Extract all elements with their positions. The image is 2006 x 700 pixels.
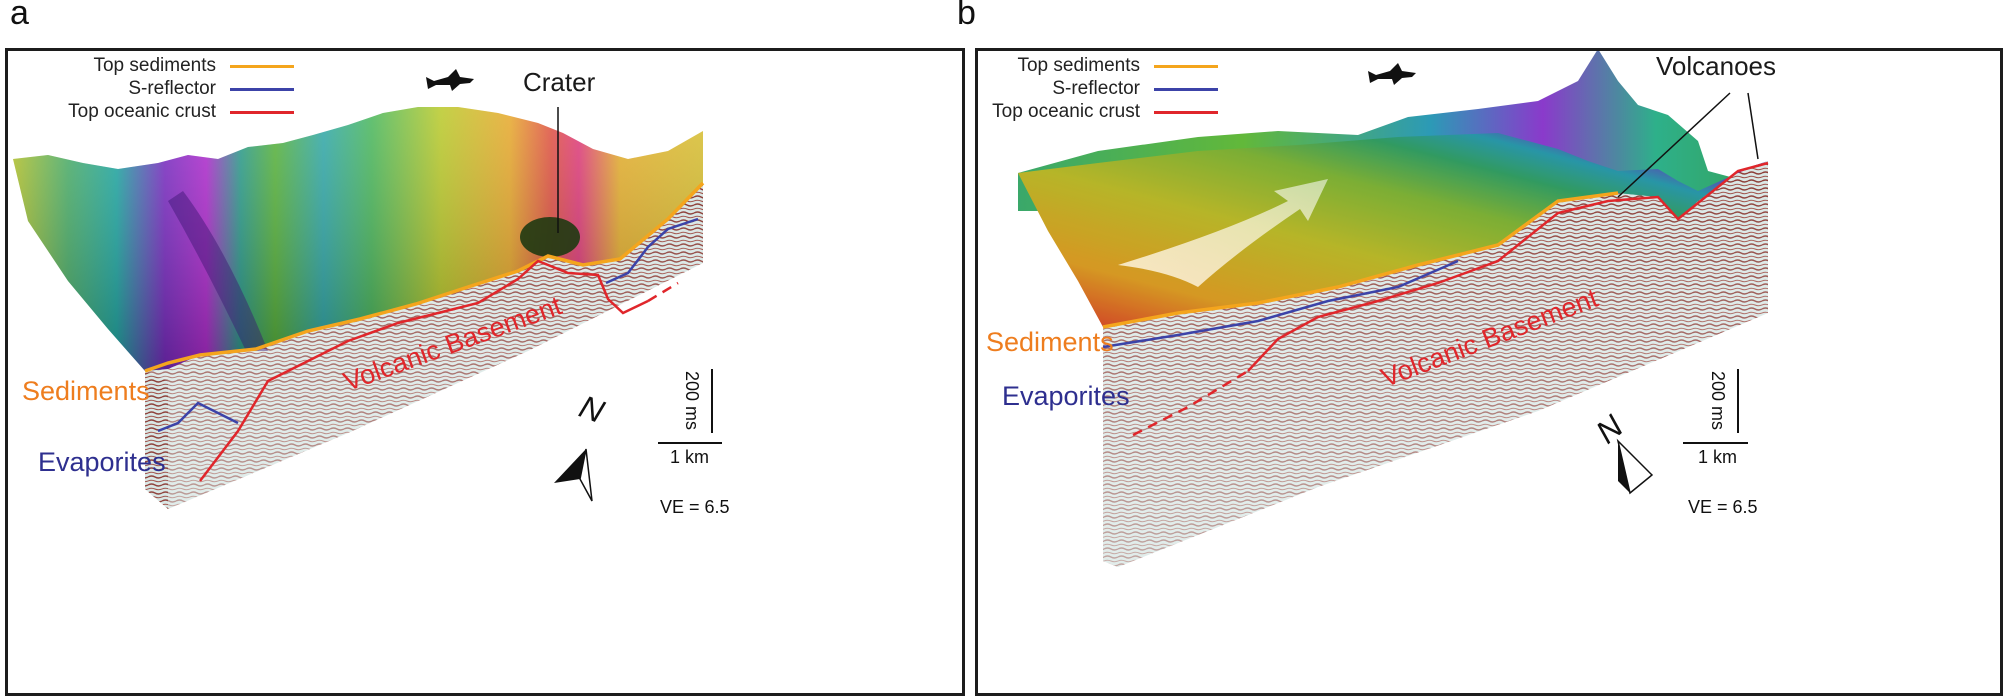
legend-swatch — [230, 64, 294, 68]
crater-shape — [520, 217, 580, 257]
scale-horizontal-label-b: 1 km — [1698, 447, 1738, 467]
volcano-pointer-1 — [1617, 92, 1731, 198]
legend-label: Top sediments — [93, 55, 216, 76]
legend-swatch — [1154, 64, 1218, 68]
legend-row-s-reflector-b: S-reflector — [1010, 78, 1218, 100]
s-reflector-line-a-right — [605, 217, 699, 285]
seismic-side-a — [145, 371, 168, 509]
legend-row-oceanic-crust-b: Top oceanic crust — [978, 101, 1218, 123]
crater-label: Crater — [523, 67, 596, 97]
block-diagram-a — [13, 69, 722, 509]
ve-label-b: VE = 6.5 — [1688, 497, 1758, 517]
legend-label: Top oceanic crust — [68, 101, 216, 122]
top-oceanic-crust-line-a — [199, 259, 649, 482]
scale-horizontal-label-a: 1 km — [670, 447, 710, 467]
panel-b: Top sediments S-reflector Top oceanic cr… — [975, 48, 2003, 696]
north-arrow-icon — [1616, 438, 1654, 495]
evaporites-label-a: Evaporites — [38, 447, 166, 477]
flow-arrow-icon — [1118, 179, 1328, 287]
legend-row-s-reflector-a: S-reflector — [86, 78, 294, 100]
legend-swatch — [230, 110, 294, 114]
legend-row-top-sediments-a: Top sediments — [86, 55, 294, 77]
north-arrow-icon — [554, 448, 593, 502]
panel-a: Top sediments S-reflector Top oceanic cr… — [5, 48, 965, 696]
legend-label: S-reflector — [1052, 78, 1140, 99]
scale-vertical-label-a: 200 ms — [682, 371, 702, 431]
top-sediments-line-b — [1102, 191, 1619, 329]
legend-swatch — [230, 87, 294, 91]
s-reflector-line-a-left — [157, 401, 239, 433]
legend-row-oceanic-crust-a: Top oceanic crust — [36, 101, 294, 123]
panel-a-letter: a — [10, 0, 29, 32]
ve-label-a: VE = 6.5 — [660, 497, 730, 517]
legend-swatch — [1154, 87, 1218, 91]
shark-icon — [426, 69, 474, 91]
block-diagram-b — [1018, 51, 1769, 567]
legend-row-top-sediments-b: Top sediments — [1010, 55, 1218, 77]
sediments-label-b: Sediments — [986, 327, 1114, 357]
legend-label: Top sediments — [1017, 55, 1140, 76]
legend-label: S-reflector — [128, 78, 216, 99]
legend-swatch — [1154, 110, 1218, 114]
sediments-label-a: Sediments — [22, 376, 150, 406]
shark-icon — [1368, 63, 1416, 85]
evaporites-label-b: Evaporites — [1002, 381, 1130, 411]
top-sediments-line-a — [144, 181, 705, 373]
scale-vertical-label-b: 200 ms — [1708, 371, 1728, 431]
volcanoes-label: Volcanoes — [1656, 51, 1776, 81]
top-oceanic-crust-line-b — [1247, 161, 1769, 372]
legend-label: Top oceanic crust — [992, 101, 1140, 122]
volcano-pointer-2 — [1747, 92, 1759, 160]
panel-b-letter: b — [957, 0, 976, 32]
s-reflector-line-b — [1102, 259, 1459, 349]
